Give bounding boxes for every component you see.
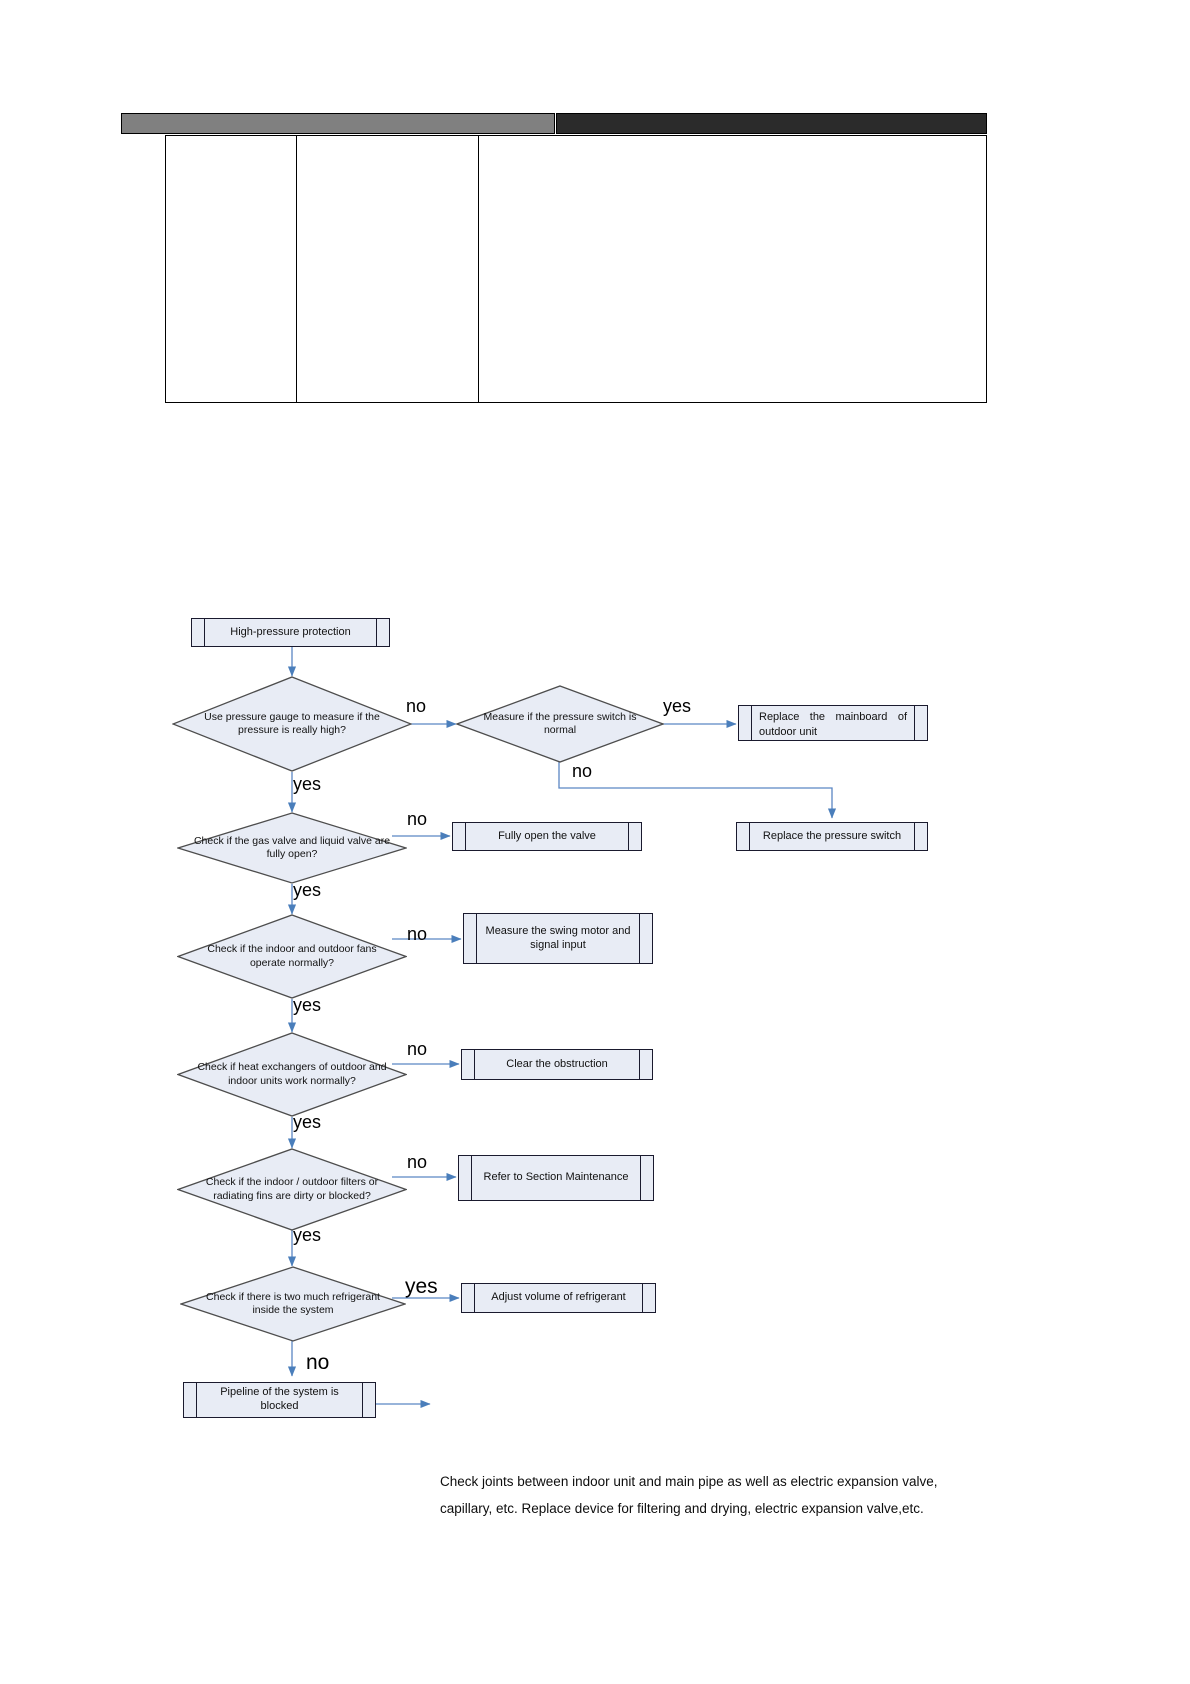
node-check-filters-radiating-fins[interactable]: Check if the indoor / outdoor filters or… bbox=[177, 1148, 407, 1231]
node-label: High-pressure protection bbox=[230, 625, 351, 638]
top-table bbox=[121, 113, 987, 403]
node-pipeline-of-system-is-blocked[interactable]: Pipeline of the system is blocked bbox=[183, 1382, 376, 1418]
node-check-too-much-refrigerant[interactable]: Check if there is two much refrigerant i… bbox=[180, 1266, 406, 1342]
edge-label-d5-no: no bbox=[407, 1039, 428, 1059]
edge-label-d6-no: no bbox=[407, 1152, 428, 1172]
box-left-segment bbox=[192, 619, 205, 646]
edge-label-d1-yes: yes bbox=[293, 774, 322, 794]
diamond-shape bbox=[456, 685, 664, 763]
node-label: Check if heat exchangers of outdoor and … bbox=[197, 1061, 387, 1087]
node-measure-pressure-switch-normal[interactable]: Measure if the pressure switch is normal bbox=[456, 685, 664, 763]
diamond-shape bbox=[177, 1032, 407, 1117]
box-right-segment bbox=[639, 914, 652, 963]
box-right-segment bbox=[628, 823, 641, 850]
edge-label-d3-yes: yes bbox=[293, 880, 322, 900]
box-right-segment bbox=[642, 1284, 655, 1312]
box-left-segment bbox=[464, 914, 477, 963]
edge-label-d2-yes: yes bbox=[663, 696, 692, 716]
node-label: Use pressure gauge to measure if the pre… bbox=[204, 710, 380, 736]
node-check-heat-exchangers[interactable]: Check if heat exchangers of outdoor and … bbox=[177, 1032, 407, 1117]
node-label: Refer to Section Maintenance bbox=[483, 1171, 629, 1184]
bottom-note: Check joints between indoor unit and mai… bbox=[440, 1468, 985, 1522]
edge-label-d7-no: no bbox=[306, 1351, 330, 1374]
node-check-gas-liquid-valve-open[interactable]: Check if the gas valve and liquid valve … bbox=[177, 812, 407, 884]
table-column-1 bbox=[166, 136, 297, 402]
diamond-shape bbox=[177, 1148, 407, 1231]
diamond-shape bbox=[177, 812, 407, 884]
node-label: Replace the mainboard of outdoor unit bbox=[759, 711, 907, 738]
box-right-segment bbox=[640, 1156, 653, 1200]
edge-label-d6-yes: yes bbox=[293, 1225, 322, 1245]
node-check-indoor-outdoor-fans[interactable]: Check if the indoor and outdoor fans ope… bbox=[177, 914, 407, 999]
node-clear-the-obstruction[interactable]: Clear the obstruction bbox=[461, 1049, 653, 1080]
box-right-segment bbox=[376, 619, 389, 646]
node-label: Pipeline of the system is blocked bbox=[220, 1386, 339, 1412]
node-label: Measure the swing motor and signal input bbox=[485, 924, 631, 951]
node-label: Check if the gas valve and liquid valve … bbox=[193, 834, 391, 860]
edge-label-d4-no: no bbox=[407, 924, 428, 944]
table-header-cell-light bbox=[121, 113, 555, 134]
edge-label-d1-no: no bbox=[406, 696, 427, 716]
node-label: Check if the indoor and outdoor fans ope… bbox=[207, 943, 377, 969]
node-measure-swing-motor-signal-input[interactable]: Measure the swing motor and signal input bbox=[463, 913, 653, 964]
node-label: Check if the indoor / outdoor filters or… bbox=[205, 1176, 379, 1202]
node-label: Check if there is two much refrigerant i… bbox=[206, 1290, 380, 1316]
box-right-segment bbox=[914, 823, 927, 850]
node-check-pressure-really-high[interactable]: Use pressure gauge to measure if the pre… bbox=[172, 676, 412, 772]
box-right-segment bbox=[914, 706, 927, 740]
edge-label-d3-no: no bbox=[407, 809, 428, 829]
node-label: Measure if the pressure switch is normal bbox=[483, 710, 637, 736]
node-refer-to-section-maintenance[interactable]: Refer to Section Maintenance bbox=[458, 1155, 654, 1201]
node-high-pressure-protection[interactable]: High-pressure protection bbox=[191, 618, 390, 647]
diamond-shape bbox=[177, 914, 407, 999]
table-header-row bbox=[121, 113, 987, 134]
box-left-segment bbox=[462, 1050, 475, 1079]
box-right-segment bbox=[639, 1050, 652, 1079]
node-label: Clear the obstruction bbox=[506, 1057, 608, 1070]
note-line-2: capillary, etc. Replace device for filte… bbox=[440, 1501, 924, 1516]
note-line-1: Check joints between indoor unit and mai… bbox=[440, 1474, 938, 1489]
edge-label-d7-yes: yes bbox=[405, 1275, 438, 1298]
box-left-segment bbox=[184, 1383, 197, 1417]
box-left-segment bbox=[739, 706, 752, 740]
table-body bbox=[165, 135, 987, 403]
node-replace-pressure-switch[interactable]: Replace the pressure switch bbox=[736, 822, 928, 851]
diamond-shape bbox=[172, 676, 412, 772]
node-replace-mainboard-outdoor-unit[interactable]: Replace the mainboard of outdoor unit bbox=[738, 705, 928, 741]
node-fully-open-the-valve[interactable]: Fully open the valve bbox=[452, 822, 642, 851]
edge-label-d4-yes: yes bbox=[293, 995, 322, 1015]
box-left-segment bbox=[459, 1156, 472, 1200]
diamond-shape bbox=[180, 1266, 406, 1342]
table-column-2 bbox=[297, 136, 479, 402]
node-adjust-volume-of-refrigerant[interactable]: Adjust volume of refrigerant bbox=[461, 1283, 656, 1313]
box-left-segment bbox=[453, 823, 466, 850]
box-left-segment bbox=[462, 1284, 475, 1312]
box-left-segment bbox=[737, 823, 750, 850]
box-right-segment bbox=[362, 1383, 375, 1417]
node-label: Adjust volume of refrigerant bbox=[491, 1291, 626, 1304]
table-header-cell-dark bbox=[555, 113, 987, 134]
node-label: Fully open the valve bbox=[498, 829, 596, 842]
node-label: Replace the pressure switch bbox=[762, 829, 902, 842]
edge-label-d2-no: no bbox=[572, 761, 593, 781]
edge-label-d5-yes: yes bbox=[293, 1112, 322, 1132]
